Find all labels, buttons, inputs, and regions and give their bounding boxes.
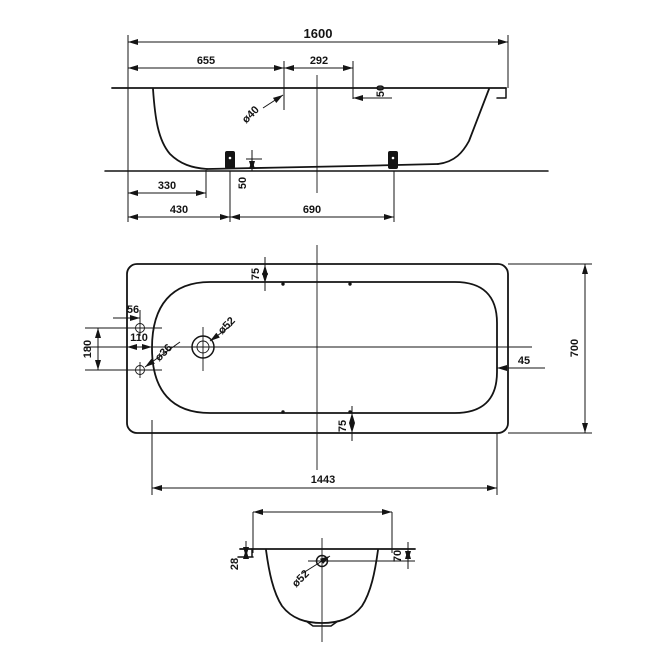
dim-overflow-offset-label: 50 <box>375 85 387 97</box>
dim-foot-height-label: 50 <box>237 177 249 189</box>
leader-tap-hole-dia <box>144 341 181 368</box>
leader-overflow-dia <box>262 94 284 109</box>
side-foot-right-mark <box>391 156 395 160</box>
rim-dot <box>281 410 285 414</box>
dim-rim-end-label: 45 <box>518 355 530 367</box>
side-left-wall <box>152 88 208 170</box>
plan-inner-rim <box>151 281 498 414</box>
dim-overall-length-label: 1600 <box>304 26 333 41</box>
dim-rim-top-label: 75 <box>250 268 262 280</box>
rim-dot <box>348 282 352 286</box>
rim-dot <box>348 410 352 414</box>
ext-line <box>508 263 592 434</box>
side-foot-left-mark <box>228 156 232 160</box>
dim-to-overflow-label: 655 <box>197 55 215 67</box>
ext-line <box>252 512 393 553</box>
side-foot-left <box>225 151 235 169</box>
plan-view: ø52 ø36 180 56 110 75 75 45 700 <box>82 245 592 495</box>
dim-inner-length-label: 1443 <box>311 474 335 486</box>
dim-overflow-depth-label: 70 <box>392 550 404 562</box>
dim-hole-spacing-label: 180 <box>82 340 94 358</box>
dim-foot-spacing-label: 690 <box>303 204 321 216</box>
dim-overflow-diameter-label: ø40 <box>240 104 262 126</box>
dim-rim-bottom-label: 75 <box>337 420 349 432</box>
ext-line <box>246 150 262 160</box>
dim-front-foot-label: 430 <box>170 204 188 216</box>
dim-hole-edge-label: 56 <box>127 304 139 316</box>
side-foot-right <box>388 151 398 169</box>
rim-dot <box>281 282 285 286</box>
dim-drain-diameter-label: ø52 <box>216 315 238 337</box>
dim-rim-lip-label: 28 <box>229 558 241 570</box>
dim-rim-inset-label: 110 <box>130 332 148 344</box>
end-view: ø52 28 70 <box>229 509 416 642</box>
dim-end-overflow-diameter-label: ø52 <box>290 568 312 590</box>
dim-overflow-to-drain-label: 292 <box>310 55 328 67</box>
side-view: 1600 655 292 50 ø40 330 430 690 50 <box>104 26 549 222</box>
leader-drain-dia <box>209 324 233 342</box>
leader-end-overflow-dia <box>302 555 331 574</box>
side-bottom <box>206 163 439 170</box>
side-right-wall <box>437 88 490 165</box>
plan-outer-rim <box>126 263 509 434</box>
dim-overall-width-label: 700 <box>569 339 581 357</box>
side-rim-right-cap <box>496 87 507 99</box>
dim-tap-hole-diameter-label: ø36 <box>153 342 175 364</box>
dim-flat-bottom-label: 330 <box>158 180 176 192</box>
ext-line <box>151 420 498 495</box>
